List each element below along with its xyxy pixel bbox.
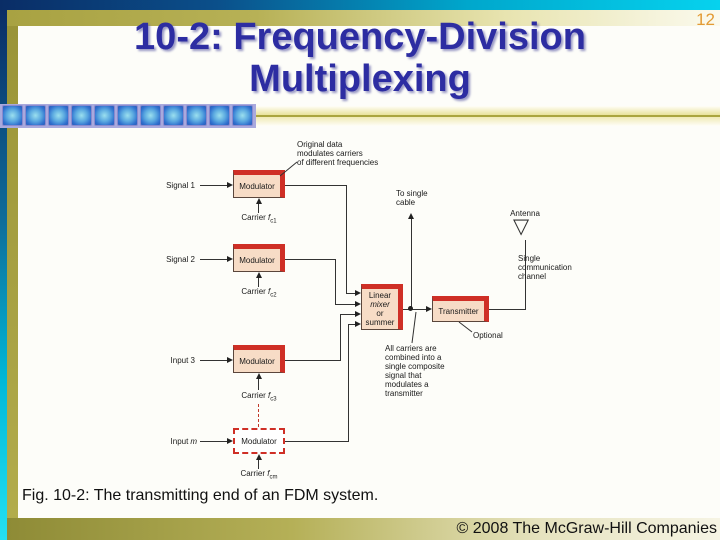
arrowhead-icon — [256, 272, 262, 278]
connector-line — [285, 259, 336, 260]
arrowhead-icon — [256, 373, 262, 379]
carrier3-arrow-line — [258, 379, 259, 390]
connector-line — [403, 309, 427, 310]
top-gradient-bar — [0, 0, 720, 10]
modulator1-box: Modulator — [233, 170, 285, 198]
carrier1-label: Carrier fc1 — [241, 213, 277, 225]
title-rule — [256, 117, 720, 126]
carrier3-label: Carrier fc3 — [241, 391, 277, 403]
arrowhead-icon — [355, 321, 361, 327]
arrowhead-icon — [355, 311, 361, 317]
slide-title: 10-2: Frequency-Division Multiplexing — [70, 16, 650, 100]
connector-line — [348, 324, 356, 325]
footer-band: © 2008 The McGraw-Hill Companies — [7, 518, 720, 540]
connector-line — [200, 441, 228, 442]
input3-label: Input 3 — [170, 356, 195, 365]
square-icon — [209, 105, 230, 126]
square-icon — [163, 105, 184, 126]
connector-line — [340, 314, 341, 360]
arrowhead-icon — [355, 290, 361, 296]
left-gradient-bar — [0, 10, 7, 540]
arrowhead-icon — [256, 454, 262, 460]
connector-line — [489, 309, 526, 310]
to-single-cable-annotation: To single cable — [396, 189, 428, 207]
antenna-icon: ▽ — [513, 215, 530, 238]
square-icon — [117, 105, 138, 126]
square-icon — [94, 105, 115, 126]
single-channel-annotation: Single communication channel — [518, 254, 572, 281]
modulator2-box: Modulator — [233, 244, 285, 272]
connector-line — [285, 185, 347, 186]
carrier2-arrow-line — [258, 278, 259, 287]
arrowhead-icon — [227, 357, 233, 363]
carrier-m-arrow-line — [258, 460, 259, 469]
connector-line — [411, 219, 412, 309]
original-data-annotation: Original data modulates carriers of diff… — [297, 140, 379, 167]
arrowhead-icon — [355, 301, 361, 307]
connector-line — [340, 314, 356, 315]
page-number: 12 — [696, 10, 715, 29]
square-icon — [25, 105, 46, 126]
modulator3-box: Modulator — [233, 345, 285, 373]
carrier2-label: Carrier fc2 — [241, 287, 277, 299]
title-rule — [256, 106, 720, 115]
square-icon — [48, 105, 69, 126]
olive-left-border — [7, 26, 18, 520]
signal2-label: Signal 2 — [166, 255, 195, 264]
olive-top-border — [7, 10, 720, 26]
all-carriers-annotation: All carriers are combined into a single … — [385, 344, 445, 398]
slide-title-line2: Multiplexing — [249, 58, 471, 100]
carrier-m-label: Carrier fcm — [240, 469, 278, 481]
antenna-label: Antenna — [510, 209, 540, 218]
connector-line — [348, 324, 349, 442]
square-icon — [71, 105, 92, 126]
connector-line — [346, 185, 347, 293]
connector-line — [200, 259, 228, 260]
arrowhead-icon — [408, 213, 414, 219]
square-icon — [186, 105, 207, 126]
connector-line — [200, 360, 228, 361]
carrier1-arrow-line — [258, 204, 259, 213]
connector-line — [346, 293, 356, 294]
connector-line — [285, 441, 349, 442]
transmitter-box: Transmitter — [432, 296, 489, 322]
arrowhead-icon — [426, 306, 432, 312]
decorative-squares-strip — [0, 104, 256, 128]
square-icon — [140, 105, 161, 126]
connector-line — [335, 259, 336, 304]
signal1-label: Signal 1 — [166, 181, 195, 190]
slide-title-line1: 10-2: Frequency-Division — [134, 16, 586, 58]
modulator-m-box: Modulator — [233, 428, 285, 454]
arrowhead-icon — [227, 182, 233, 188]
continuation-dashed-line — [258, 404, 259, 427]
connector-line — [285, 360, 341, 361]
antenna-feed-line — [525, 240, 526, 309]
square-icon — [232, 105, 253, 126]
figure-caption: Fig. 10-2: The transmitting end of an FD… — [22, 487, 379, 504]
arrowhead-icon — [227, 438, 233, 444]
square-icon — [2, 105, 23, 126]
optional-annotation: Optional — [473, 331, 503, 340]
linear-mixer-box: Linear mixer or summer — [361, 284, 403, 330]
copyright-text: © 2008 The McGraw-Hill Companies — [456, 520, 717, 537]
title-rule-line — [256, 115, 720, 117]
junction-dot — [408, 306, 413, 311]
arrowhead-icon — [227, 256, 233, 262]
arrowhead-icon — [256, 198, 262, 204]
connector-line — [335, 304, 356, 305]
connector-line — [200, 185, 228, 186]
